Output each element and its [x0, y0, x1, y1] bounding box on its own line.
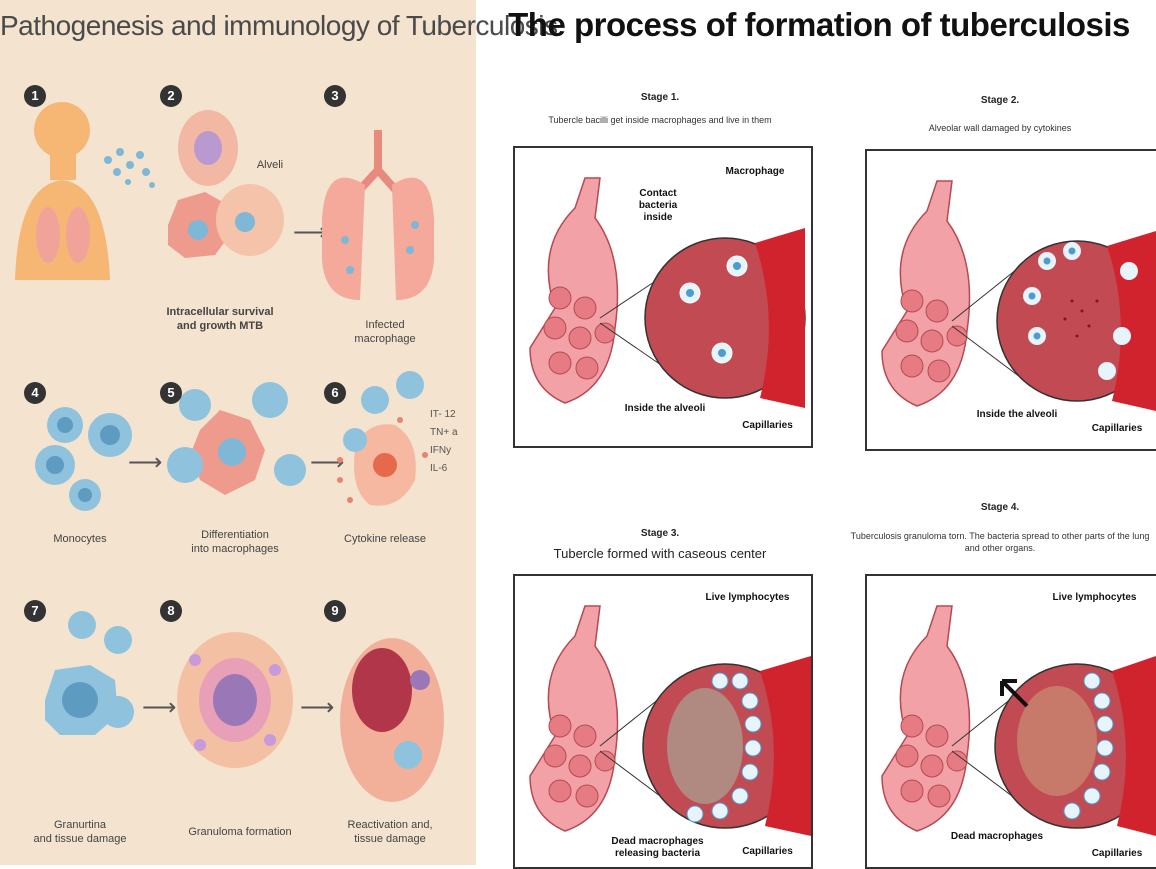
- dead-macrophages-label: Dead macrophages: [937, 831, 1057, 843]
- step-caption: Reactivation and, tissue damage: [330, 818, 450, 846]
- svg-text:⟶: ⟶: [300, 694, 334, 721]
- cytokine-release-illustration: [337, 371, 428, 506]
- step-caption: Cytokine release: [325, 532, 445, 546]
- cytokine-label: IT- 12: [430, 408, 456, 422]
- stage-heading: Stage 3.: [510, 528, 810, 539]
- pathogenesis-panel: Pathogenesis and immunology of Tuberculo…: [0, 0, 476, 865]
- granuloma-tissue-damage-illustration: [45, 611, 134, 735]
- stage-heading: Stage 1.: [510, 92, 810, 103]
- alveoli-label: Alveli: [250, 158, 290, 172]
- svg-text:⟶: ⟶: [128, 449, 162, 476]
- step-number: 4: [24, 382, 46, 404]
- step-caption: Infected macrophage: [330, 318, 440, 346]
- stage-4-diagram: Live lymphocytes Dead macrophages Capill…: [865, 574, 1156, 869]
- alveoli-label: Inside the alveoli: [605, 403, 725, 415]
- stage-2-diagram: Inside the alveoli Capillaries: [865, 149, 1156, 451]
- cytokine-label: IL-6: [430, 462, 447, 476]
- cytokine-label: IFNy: [430, 444, 451, 458]
- formation-title: The process of formation of tuberculosis: [482, 6, 1156, 44]
- stage-heading: Stage 2.: [870, 95, 1130, 106]
- step-number: 5: [160, 382, 182, 404]
- stage-3-diagram: Live lymphocytes Dead macrophages releas…: [513, 574, 813, 869]
- step-caption: Monocytes: [30, 532, 130, 546]
- differentiation-illustration: [167, 382, 306, 495]
- step-number: 9: [324, 600, 346, 622]
- stage-description: Tuberculosis granuloma torn. The bacteri…: [850, 530, 1150, 554]
- stage-description: Alveolar wall damaged by cytokines: [850, 122, 1150, 134]
- pathogenesis-illustrations: ⟶ ⟶ ⟶: [0, 0, 476, 865]
- reactivation-illustration: [340, 638, 444, 802]
- infected-lungs-illustration: [322, 130, 434, 300]
- step-caption: Granuloma formation: [180, 825, 300, 839]
- granuloma-formation-illustration: [177, 632, 293, 768]
- stage-1-diagram: Macrophage Contact bacteria inside Insid…: [513, 146, 813, 448]
- live-lymphocytes-label: Live lymphocytes: [690, 592, 805, 604]
- capillaries-label: Capillaries: [730, 846, 805, 858]
- step-caption: Differentiation into macrophages: [170, 528, 300, 556]
- dead-macrophages-label: Dead macrophages releasing bacteria: [595, 836, 720, 860]
- human-figure-illustration: [15, 102, 110, 280]
- svg-text:⟶: ⟶: [142, 694, 176, 721]
- bacteria-particles: [104, 148, 155, 188]
- step-caption: Intracellular survival and growth MTB: [160, 305, 280, 333]
- cytokine-label: TN+ a: [430, 426, 458, 440]
- live-lymphocytes-label: Live lymphocytes: [1037, 592, 1152, 604]
- stage-description: Tubercle bacilli get inside macrophages …: [490, 114, 830, 126]
- step-number: 7: [24, 600, 46, 622]
- macrophage-label: Macrophage: [710, 166, 800, 178]
- alveoli-label: Inside the alveoli: [957, 409, 1077, 421]
- step-number: 6: [324, 382, 346, 404]
- step-caption: Granurtina and tissue damage: [20, 818, 140, 846]
- step-number: 8: [160, 600, 182, 622]
- step-number: 3: [324, 85, 346, 107]
- stage-heading: Stage 4.: [870, 502, 1130, 513]
- capillaries-label: Capillaries: [1082, 848, 1152, 860]
- alveoli-cells-illustration: [168, 110, 284, 258]
- step-number: 1: [24, 85, 46, 107]
- contact-bacteria-label: Contact bacteria inside: [623, 188, 693, 224]
- capillaries-label: Capillaries: [730, 420, 805, 432]
- step-number: 2: [160, 85, 182, 107]
- capillaries-label: Capillaries: [1082, 423, 1152, 435]
- stage-description: Tubercle formed with caseous center: [510, 548, 810, 560]
